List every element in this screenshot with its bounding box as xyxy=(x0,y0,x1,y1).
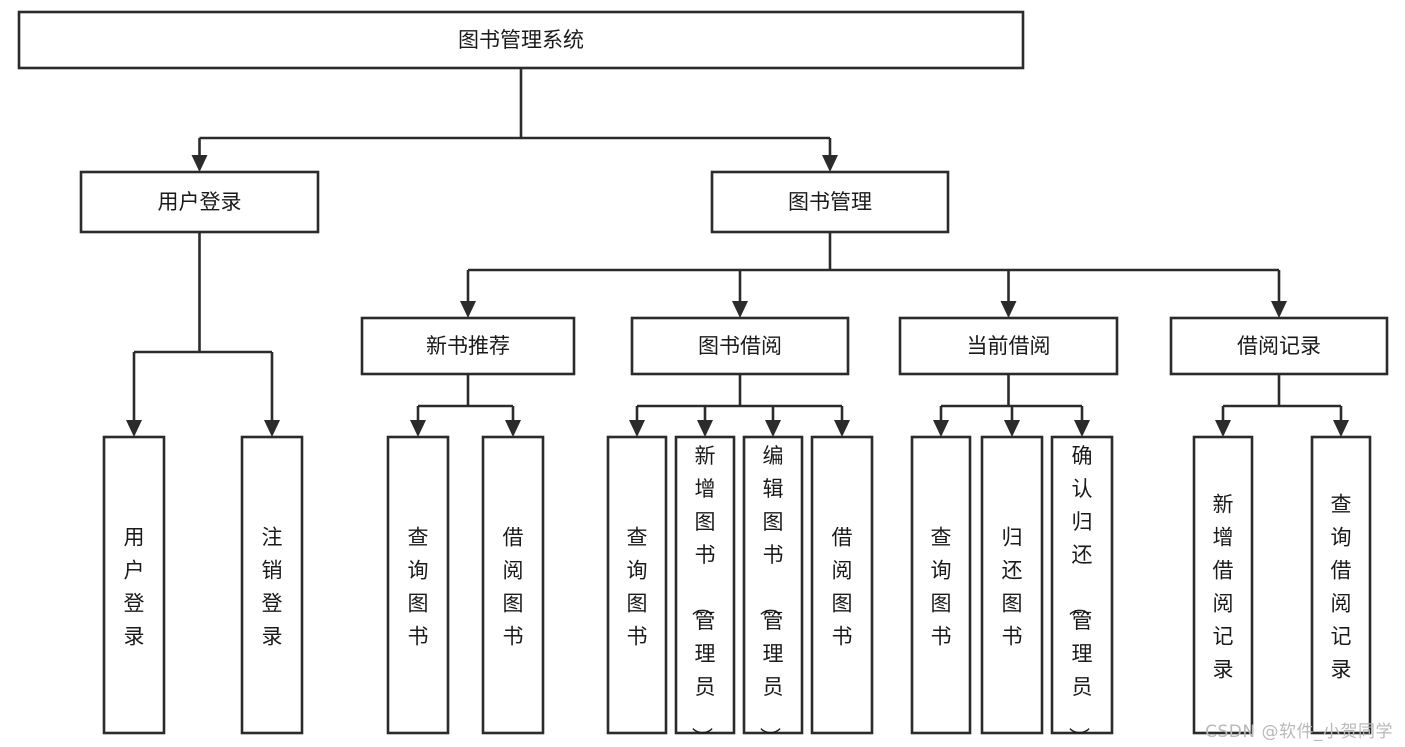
node-l3-2-当前借阅[interactable]: 当前借阅 xyxy=(898,316,1119,376)
newbook-arrow-1-arrowhead xyxy=(505,420,521,437)
node-root-图书管理系统-box[interactable] xyxy=(17,10,1025,70)
node-l3-3-借阅记录-box[interactable] xyxy=(1169,316,1389,376)
node-leaf-5-新增图书管理员[interactable]: 新增图书（管理员） xyxy=(674,435,736,747)
node-l3-2-当前借阅-box[interactable] xyxy=(898,316,1119,376)
node-l3-1-图书借阅-label: 图书借阅 xyxy=(698,334,782,358)
node-l2-0-用户登录-box[interactable] xyxy=(79,170,320,234)
node-leaf-7-借阅图书[interactable]: 借阅图书 xyxy=(810,435,874,735)
node-leaf-0-用户登录[interactable]: 用户登录 xyxy=(102,435,166,735)
node-l3-0-新书推荐[interactable]: 新书推荐 xyxy=(360,316,576,376)
node-layer: 图书管理系统用户登录图书管理新书推荐图书借阅当前借阅借阅记录用户登录注销登录查询… xyxy=(17,10,1389,747)
root-to-l2-1-arrowhead xyxy=(822,155,838,172)
current-arrow-1-arrowhead xyxy=(1004,420,1020,437)
node-leaf-12-查询借阅记录[interactable]: 查询借阅记录 xyxy=(1310,435,1372,735)
node-leaf-10-确认归还管理员-box[interactable] xyxy=(1050,435,1114,735)
userlogin-arrow-1-arrowhead xyxy=(264,420,280,437)
node-root-图书管理系统[interactable]: 图书管理系统 xyxy=(17,10,1025,70)
node-l2-1-图书管理-label: 图书管理 xyxy=(788,190,872,214)
node-leaf-6-编辑图书管理员[interactable]: 编辑图书（管理员） xyxy=(742,435,804,747)
root-to-l2-0-arrowhead xyxy=(191,155,208,172)
record-arrow-0-arrowhead xyxy=(1215,420,1231,437)
l2-to-l3-0-arrowhead xyxy=(460,301,476,318)
node-leaf-3-借阅图书[interactable]: 借阅图书 xyxy=(481,435,545,735)
node-l2-0-用户登录[interactable]: 用户登录 xyxy=(79,170,320,234)
node-leaf-12-查询借阅记录-label: 查询借阅记录 xyxy=(1331,493,1352,682)
node-l2-0-用户登录-label: 用户登录 xyxy=(158,190,242,214)
node-l3-3-借阅记录[interactable]: 借阅记录 xyxy=(1169,316,1389,376)
node-leaf-11-新增借阅记录-label: 新增借阅记录 xyxy=(1213,493,1234,682)
node-leaf-4-查询图书-label: 查询图书 xyxy=(627,526,648,649)
borrow-arrow-3-arrowhead xyxy=(834,420,850,437)
node-leaf-0-用户登录-label: 用户登录 xyxy=(124,526,145,649)
newbook-arrow-0-arrowhead xyxy=(410,420,426,437)
node-leaf-9-归还图书-label: 归还图书 xyxy=(1002,526,1023,649)
borrow-arrow-0-arrowhead xyxy=(629,420,645,437)
l2-to-l3-2-arrowhead xyxy=(1000,301,1017,318)
node-leaf-1-注销登录-box[interactable] xyxy=(240,435,304,735)
node-leaf-4-查询图书[interactable]: 查询图书 xyxy=(606,435,668,735)
node-leaf-8-查询图书-label: 查询图书 xyxy=(931,526,952,649)
borrow-arrow-2-arrowhead xyxy=(765,420,781,437)
l2-to-l3-1-arrowhead xyxy=(732,301,748,318)
node-leaf-3-借阅图书-label: 借阅图书 xyxy=(503,526,524,649)
node-leaf-10-确认归还管理员[interactable]: 确认归还（管理员） xyxy=(1050,435,1114,747)
node-leaf-5-新增图书管理员-label: 新增图书（管理员） xyxy=(690,444,716,747)
node-leaf-11-新增借阅记录-box[interactable] xyxy=(1192,435,1254,735)
node-l3-1-图书借阅-box[interactable] xyxy=(630,316,850,376)
node-l3-0-新书推荐-label: 新书推荐 xyxy=(426,334,510,358)
node-leaf-7-借阅图书-label: 借阅图书 xyxy=(832,526,853,649)
node-leaf-0-用户登录-box[interactable] xyxy=(102,435,166,735)
node-l3-1-图书借阅[interactable]: 图书借阅 xyxy=(630,316,850,376)
current-arrow-2-arrowhead xyxy=(1074,420,1090,437)
node-leaf-11-新增借阅记录[interactable]: 新增借阅记录 xyxy=(1192,435,1254,735)
node-leaf-7-借阅图书-box[interactable] xyxy=(810,435,874,735)
node-leaf-1-注销登录[interactable]: 注销登录 xyxy=(240,435,304,735)
node-leaf-5-新增图书管理员-box[interactable] xyxy=(674,435,736,735)
node-leaf-3-借阅图书-box[interactable] xyxy=(481,435,545,735)
node-leaf-6-编辑图书管理员-box[interactable] xyxy=(742,435,804,735)
node-leaf-2-查询图书[interactable]: 查询图书 xyxy=(386,435,450,735)
borrow-arrow-1-arrowhead xyxy=(697,420,713,437)
node-leaf-1-注销登录-label: 注销登录 xyxy=(262,526,283,649)
node-l2-1-图书管理-box[interactable] xyxy=(710,170,950,234)
record-arrow-1-arrowhead xyxy=(1333,420,1349,437)
node-leaf-8-查询图书-box[interactable] xyxy=(910,435,972,735)
node-leaf-6-编辑图书管理员-label: 编辑图书（管理员） xyxy=(758,444,784,747)
node-l3-0-新书推荐-box[interactable] xyxy=(360,316,576,376)
node-l3-2-当前借阅-label: 当前借阅 xyxy=(967,334,1051,358)
current-arrow-0-arrowhead xyxy=(933,420,949,437)
userlogin-arrow-0-arrowhead xyxy=(126,420,142,437)
node-leaf-12-查询借阅记录-box[interactable] xyxy=(1310,435,1372,735)
node-leaf-8-查询图书[interactable]: 查询图书 xyxy=(910,435,972,735)
node-root-图书管理系统-label: 图书管理系统 xyxy=(458,28,584,52)
csdn-watermark: CSDN @软件_小贺同学 xyxy=(1205,722,1393,742)
node-l2-1-图书管理[interactable]: 图书管理 xyxy=(710,170,950,234)
node-leaf-10-确认归还管理员-label: 确认归还（管理员） xyxy=(1067,444,1093,747)
node-leaf-9-归还图书[interactable]: 归还图书 xyxy=(980,435,1044,735)
node-leaf-2-查询图书-box[interactable] xyxy=(386,435,450,735)
connector-layer xyxy=(126,68,1349,437)
l2-to-l3-3-arrowhead xyxy=(1271,301,1287,318)
node-leaf-4-查询图书-box[interactable] xyxy=(606,435,668,735)
node-leaf-9-归还图书-box[interactable] xyxy=(980,435,1044,735)
node-l3-3-借阅记录-label: 借阅记录 xyxy=(1237,334,1321,358)
node-leaf-2-查询图书-label: 查询图书 xyxy=(408,526,429,649)
